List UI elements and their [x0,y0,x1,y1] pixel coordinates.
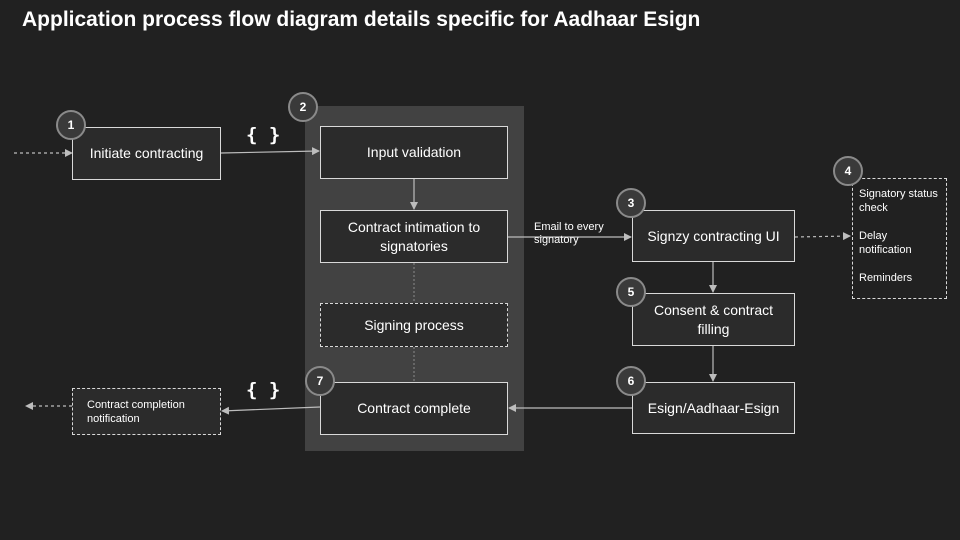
note-reminders: Reminders [859,272,913,284]
note-status-check: Signatory status check [859,188,938,214]
step-badge-2: 2 [288,92,318,122]
note-delay-notification: Delay notification [859,230,912,256]
contract-completion-notification-node: Contract completion notification [72,388,221,435]
step-badge-1: 1 [56,110,86,140]
api-braces-icon: { } [246,379,281,401]
email-edge-label: Email to every signatory [534,221,604,246]
initiate-to-validation-arrow [220,147,320,156]
signzy-contracting-ui-node: Signzy contracting UI [632,210,795,262]
step-badge-4: 4 [833,156,863,186]
contract-intimation-node: Contract intimation to signatories [320,210,508,263]
contract-complete-node: Contract complete [320,382,508,435]
step-badge-3: 3 [616,188,646,218]
page-title: Application process flow diagram details… [22,8,701,31]
signatory-notes-box: Signatory status check Delay notificatio… [852,178,947,299]
input-validation-node: Input validation [320,126,508,179]
complete-to-notification-arrow [221,406,321,415]
esign-aadhaar-node: Esign/Aadhaar-Esign [632,382,795,434]
step-badge-7: 7 [305,366,335,396]
signing-process-node: Signing process [320,303,508,347]
api-braces-icon: { } [246,124,281,146]
step-badge-6: 6 [616,366,646,396]
initiate-contracting-node: Initiate contracting [72,127,221,180]
signzy-to-notes-arrow [794,232,851,241]
step-badge-5: 5 [616,277,646,307]
consent-contract-filling-node: Consent & contract filling [632,293,795,346]
